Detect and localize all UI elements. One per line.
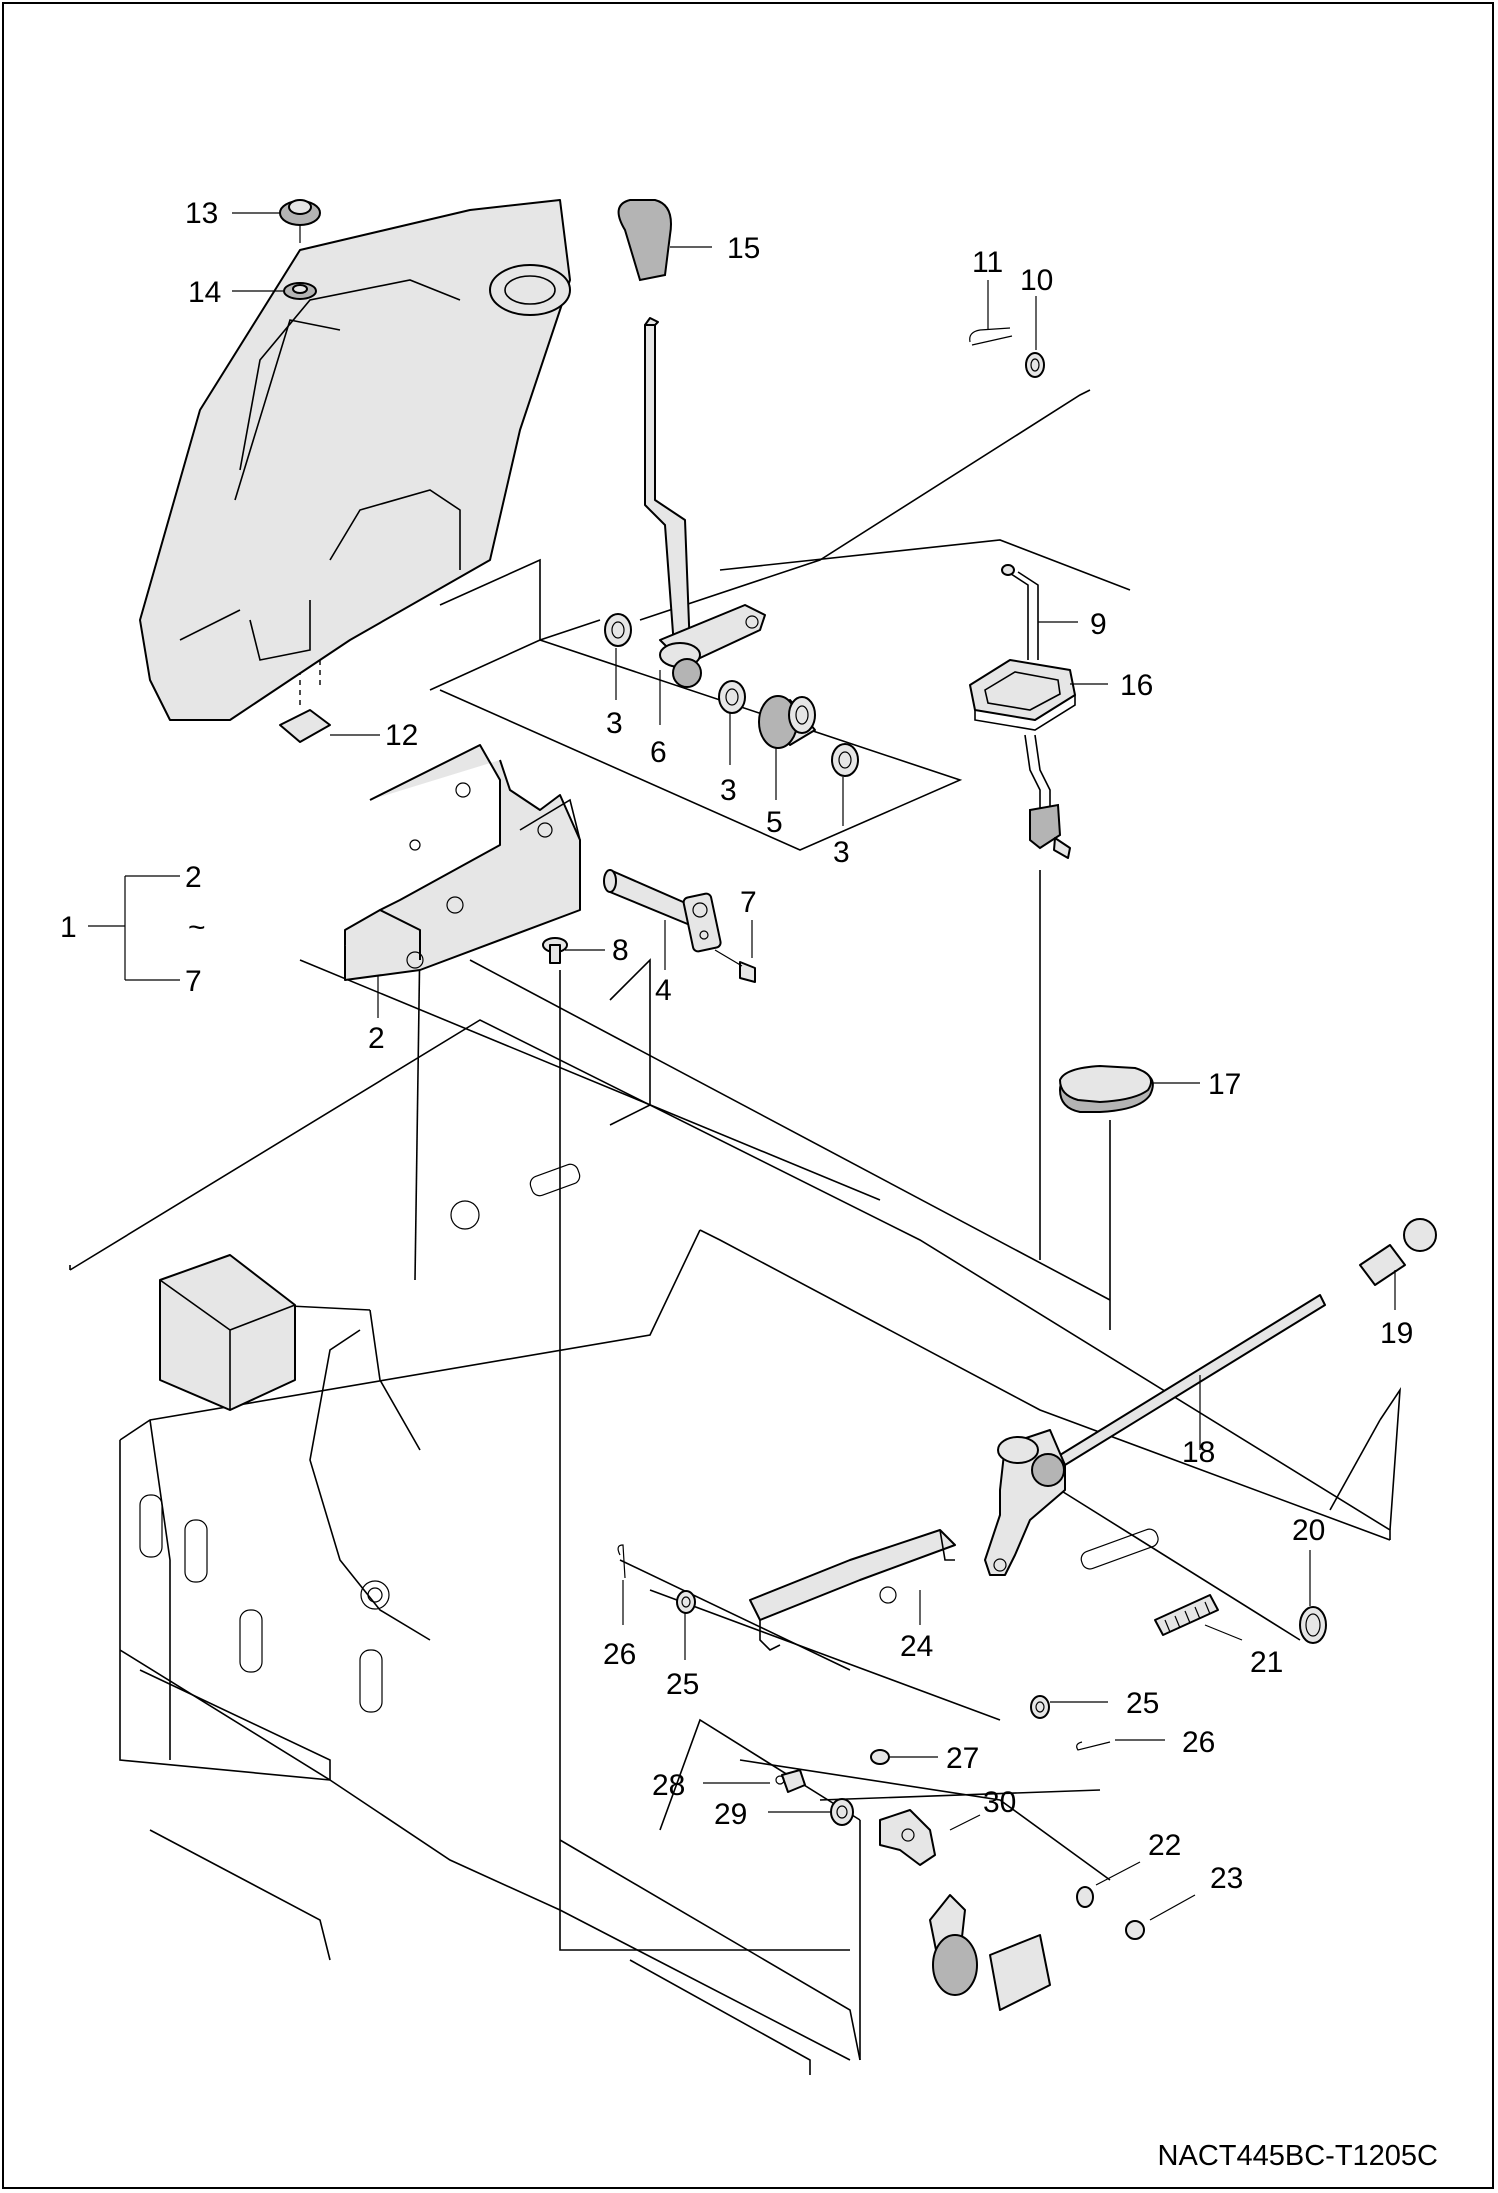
bracket-24: [749, 1529, 956, 1651]
circlip-20: [1299, 1606, 1327, 1644]
pedal-pad-17: [1058, 1065, 1154, 1113]
pin-26-upper: [617, 1544, 626, 1579]
callout-3-middle: 3: [720, 774, 737, 807]
callout-17: 17: [1208, 1068, 1241, 1101]
spring-21: [1154, 1594, 1219, 1636]
pin-4: [603, 869, 722, 953]
knob-13: [279, 199, 321, 243]
group-label-1: 1: [60, 911, 77, 944]
nut-23: [1125, 1920, 1145, 1940]
callout-3-upper: 3: [606, 707, 623, 740]
callout-11: 11: [972, 246, 1003, 279]
fitting-27: [870, 1749, 890, 1765]
callout-4: 4: [655, 974, 672, 1007]
callout-2: 2: [368, 1022, 385, 1055]
washer-14: [283, 282, 317, 300]
shift-lever: [617, 199, 766, 688]
arm-30: [879, 1809, 936, 1866]
callout-6: 6: [650, 736, 667, 769]
clip-11: [969, 327, 1013, 346]
callout-30: 30: [983, 1786, 1016, 1819]
drawing-code: NACT445BC-T1205C: [1157, 2140, 1438, 2172]
callout-19: 19: [1380, 1317, 1413, 1350]
washer-25-lower: [1030, 1695, 1050, 1719]
plate-12: [279, 709, 331, 743]
group-from-2: 2: [185, 861, 202, 894]
callout-12: 12: [385, 719, 418, 752]
cable-9: [1001, 564, 1071, 859]
washer-25-upper: [676, 1590, 696, 1614]
shaft-assembly: [929, 1894, 1051, 2011]
bracket-2: [344, 744, 581, 981]
bushing-5: [758, 695, 816, 749]
lever-18: [984, 1294, 1326, 1576]
pin-26-lower: [1076, 1741, 1111, 1751]
washer-3-middle: [718, 680, 746, 714]
group-tilde: ~: [188, 911, 206, 944]
callout-15: 15: [727, 232, 760, 265]
assembly-group-bracket: [88, 875, 180, 981]
callout-10: 10: [1020, 264, 1053, 297]
callout-leaders: [232, 212, 1396, 1921]
callout-25-lower: 25: [1126, 1687, 1159, 1720]
boot-16: [969, 659, 1076, 731]
bolt-8: [542, 937, 568, 964]
callout-3-lower: 3: [833, 836, 850, 869]
chassis-frame: [69, 958, 1402, 2075]
callout-21: 21: [1250, 1646, 1283, 1679]
callout-28: 28: [652, 1769, 685, 1802]
callout-14: 14: [188, 276, 221, 309]
callout-7: 7: [740, 886, 757, 919]
callout-labels: 13 14 15 11 10 9 16 12 3 6 3 5 3 7 8 4 2…: [60, 197, 1413, 1895]
washer-3-upper: [604, 613, 632, 647]
callout-23: 23: [1210, 1862, 1243, 1895]
washer-29: [830, 1798, 854, 1826]
fitting-28: [775, 1769, 806, 1793]
grip-19: [1359, 1218, 1437, 1286]
callout-24: 24: [900, 1630, 933, 1663]
callout-25-upper: 25: [666, 1668, 699, 1701]
callout-22: 22: [1148, 1829, 1181, 1862]
bolt-7: [714, 949, 756, 983]
washer-10: [1025, 352, 1045, 378]
callout-26-lower: 26: [1182, 1726, 1215, 1759]
washer-3-lower: [831, 743, 859, 777]
callout-18: 18: [1182, 1436, 1215, 1469]
callout-13: 13: [185, 197, 218, 230]
callout-20: 20: [1292, 1514, 1325, 1547]
phantom-lines: [69, 300, 1301, 1951]
callout-5: 5: [766, 806, 783, 839]
console-cover: [139, 199, 571, 721]
callout-16: 16: [1120, 669, 1153, 702]
group-to-7: 7: [185, 965, 202, 998]
callout-8: 8: [612, 934, 629, 967]
callout-9: 9: [1090, 608, 1107, 641]
callout-27: 27: [946, 1742, 979, 1775]
callout-29: 29: [714, 1798, 747, 1831]
callout-26-upper: 26: [603, 1638, 636, 1671]
washer-22: [1076, 1886, 1094, 1908]
